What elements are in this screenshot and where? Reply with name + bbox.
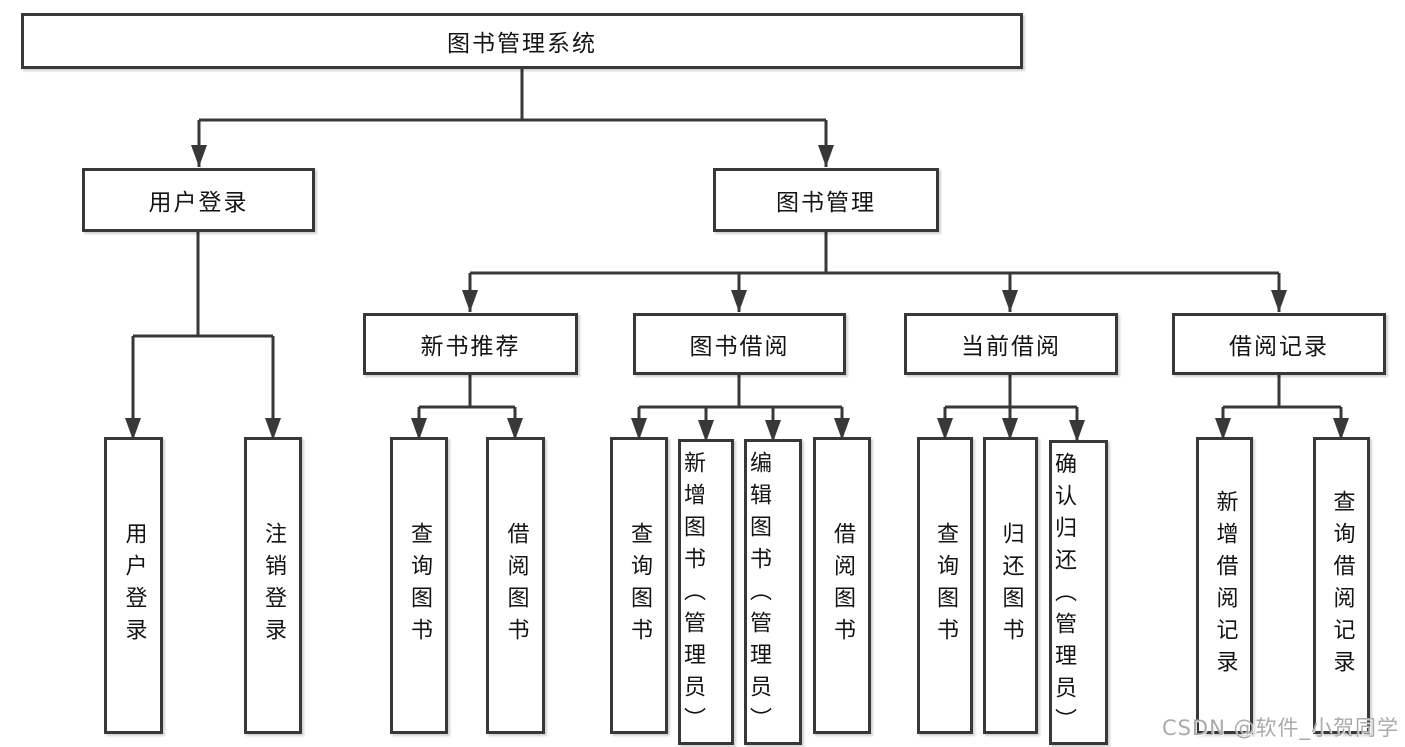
leaf-bb-borrow-books: 借阅图书	[813, 437, 871, 734]
leaf-br-query-record-label: 查询借阅记录	[1329, 489, 1355, 682]
node-book-management: 图书管理	[713, 168, 939, 232]
leaf-bb-add-books-admin: 新增图书（管理员）	[678, 439, 734, 745]
leaf-logout: 注销登录	[244, 437, 302, 734]
node-book-management-label: 图书管理	[776, 190, 876, 216]
node-borrow-records: 借阅记录	[1172, 313, 1386, 375]
leaf-bb-query-books-label: 查询图书	[627, 521, 652, 650]
node-book-borrowing: 图书借阅	[633, 313, 846, 375]
leaf-user-login: 用户登录	[104, 437, 163, 734]
node-current-borrowing-label: 当前借阅	[961, 334, 1061, 360]
leaf-bb-borrow-books-label: 借阅图书	[830, 521, 855, 650]
leaf-cb-query-books-label: 查询图书	[933, 521, 958, 650]
leaf-cb-query-books: 查询图书	[917, 437, 973, 734]
node-user-login-label: 用户登录	[148, 190, 249, 216]
node-new-book-recommend: 新书推荐	[363, 313, 578, 375]
node-root-system: 图书管理系统	[21, 13, 1023, 69]
node-root-label: 图书管理系统	[447, 31, 597, 57]
leaf-nb-query-books-label: 查询图书	[407, 521, 432, 650]
leaf-bb-add-books-admin-label: 新增图书（管理员）	[680, 451, 705, 739]
leaf-bb-edit-books-admin-label: 编辑图书（管理员）	[746, 451, 771, 739]
node-new-book-recommend-label: 新书推荐	[420, 334, 521, 360]
leaf-nb-borrow-books: 借阅图书	[486, 437, 545, 734]
leaf-bb-edit-books-admin: 编辑图书（管理员）	[744, 439, 802, 745]
leaf-logout-label: 注销登录	[261, 521, 286, 650]
node-borrow-records-label: 借阅记录	[1229, 334, 1329, 360]
leaf-nb-borrow-books-label: 借阅图书	[503, 521, 529, 650]
leaf-br-add-record: 新增借阅记录	[1196, 437, 1253, 734]
leaf-nb-query-books: 查询图书	[390, 437, 448, 734]
leaf-br-add-record-label: 新增借阅记录	[1212, 489, 1238, 682]
node-current-borrowing: 当前借阅	[904, 313, 1118, 375]
node-user-login: 用户登录	[82, 168, 315, 232]
leaf-cb-confirm-return-admin-label: 确认归还（管理员）	[1051, 451, 1076, 740]
node-book-borrowing-label: 图书借阅	[689, 334, 790, 360]
leaf-user-login-label: 用户登录	[121, 521, 147, 650]
leaf-cb-return-books: 归还图书	[983, 437, 1038, 734]
leaf-cb-confirm-return-admin: 确认归还（管理员）	[1049, 440, 1108, 745]
leaf-br-query-record: 查询借阅记录	[1313, 437, 1370, 734]
leaf-bb-query-books: 查询图书	[610, 437, 668, 734]
leaf-cb-return-books-label: 归还图书	[998, 521, 1024, 650]
